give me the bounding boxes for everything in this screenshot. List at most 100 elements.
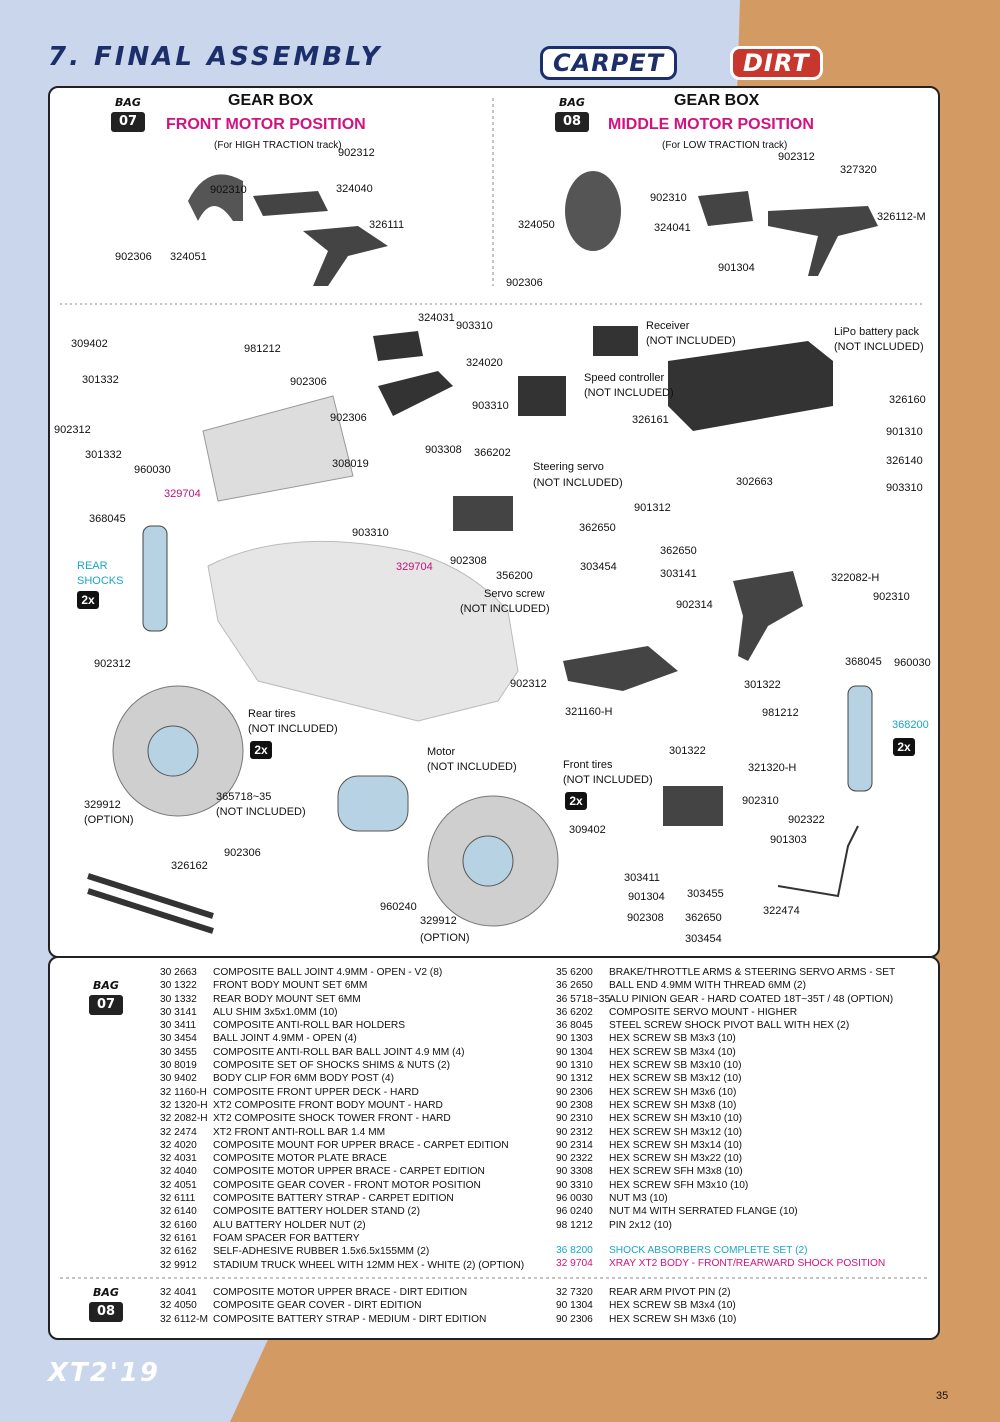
part-description: XT2 COMPOSITE FRONT BODY MOUNT - HARD bbox=[213, 1099, 443, 1111]
part-number: 90 2312 bbox=[556, 1126, 593, 1138]
part-description: NUT M3 (10) bbox=[609, 1193, 668, 1205]
parts-list-row: 30 9402 BODY CLIP FOR 6MM BODY POST (4) bbox=[160, 1072, 524, 1085]
part-label: 356200 bbox=[496, 570, 533, 582]
front-tires-label: Front tires bbox=[563, 759, 613, 771]
part-number: 90 2314 bbox=[556, 1139, 593, 1151]
option-label: (OPTION) bbox=[84, 814, 134, 826]
steering-servo-label: Steering servo bbox=[533, 461, 604, 473]
part-description: COMPOSITE BATTERY STRAP - CARPET EDITION bbox=[213, 1193, 454, 1205]
part-description: ALU SHIM 3x5x1.0MM (10) bbox=[213, 1006, 338, 1018]
part-number: 30 3454 bbox=[160, 1033, 197, 1045]
page-title: 7. FINAL ASSEMBLY bbox=[48, 42, 383, 72]
part-label: 322082-H bbox=[831, 572, 880, 584]
part-number: 30 8019 bbox=[160, 1060, 197, 1072]
part-label: 303454 bbox=[685, 933, 722, 945]
part-description: HEX SCREW SH M3x6 (10) bbox=[609, 1086, 737, 1098]
shock-tower-shape bbox=[733, 571, 803, 661]
assembly-illustration bbox=[60, 98, 924, 934]
part-description: BALL END 4.9MM WITH THREAD 6MM (2) bbox=[609, 980, 806, 992]
part-description: COMPOSITE MOUNT FOR UPPER BRACE - CARPET… bbox=[213, 1139, 509, 1151]
part-label: 362650 bbox=[685, 912, 722, 924]
part-description: BODY CLIP FOR 6MM BODY POST (4) bbox=[213, 1073, 394, 1085]
part-label: 902322 bbox=[788, 814, 825, 826]
part-description: HEX SCREW SFH M3x10 (10) bbox=[609, 1179, 749, 1191]
battery-strap-middle bbox=[768, 206, 878, 276]
part-label: 329912 bbox=[420, 915, 457, 927]
bag-07-badge-list: BAG 07 bbox=[86, 976, 126, 1015]
part-number: 32 2082-H bbox=[160, 1113, 208, 1125]
part-label: 960030 bbox=[134, 464, 171, 476]
bag-number: 07 bbox=[89, 995, 123, 1015]
parts-list-row: 32 4031 COMPOSITE MOTOR PLATE BRACE bbox=[160, 1152, 524, 1165]
part-number: 90 2306 bbox=[556, 1313, 593, 1325]
part-label: 308019 bbox=[332, 458, 369, 470]
part-label: 329912 bbox=[84, 799, 121, 811]
gearbox-front-note: (For HIGH TRACTION track) bbox=[214, 140, 342, 151]
part-description: COMPOSITE SERVO MOUNT - HIGHER bbox=[609, 1006, 798, 1018]
part-number: 36 5718~35 bbox=[556, 993, 611, 1005]
part-description: COMPOSITE GEAR COVER - DIRT EDITION bbox=[213, 1300, 422, 1312]
part-label: 901310 bbox=[886, 426, 923, 438]
part-label: 324051 bbox=[170, 251, 207, 263]
bag-08-badge-list: BAG 08 bbox=[86, 1283, 126, 1322]
part-label: 362650 bbox=[660, 545, 697, 557]
rear-shock-shape bbox=[142, 525, 168, 632]
part-description: BRAKE/THROTTLE ARMS & STEERING SERVO ARM… bbox=[609, 967, 896, 978]
part-label: 902310 bbox=[650, 192, 687, 204]
part-number: 90 1304 bbox=[556, 1046, 593, 1058]
motor-label: Motor bbox=[427, 746, 456, 758]
part-label: 365718~35 bbox=[216, 791, 272, 803]
rear-shocks-qty: 2x bbox=[77, 591, 99, 609]
part-label: 301322 bbox=[744, 679, 781, 691]
part-number: 32 9704 bbox=[556, 1258, 593, 1270]
part-description: HEX SCREW SH M3x12 (10) bbox=[609, 1126, 743, 1138]
part-label: 301332 bbox=[85, 449, 122, 461]
front-shocks-part: 368200 bbox=[892, 719, 929, 731]
option-label: (OPTION) bbox=[420, 932, 470, 944]
part-number: 36 8045 bbox=[556, 1020, 593, 1032]
part-number: 30 1332 bbox=[160, 993, 197, 1005]
part-number: 90 1310 bbox=[556, 1060, 593, 1072]
xt2-logo: XT2'19 bbox=[48, 1358, 161, 1388]
motor-shape bbox=[337, 775, 409, 832]
part-description: XT2 COMPOSITE SHOCK TOWER FRONT - HARD bbox=[213, 1113, 451, 1125]
part-description: COMPOSITE ANTI-ROLL BAR BALL JOINT 4.9 M… bbox=[213, 1046, 465, 1058]
part-number: 30 9402 bbox=[160, 1073, 197, 1085]
part-label: 327320 bbox=[840, 164, 877, 176]
part-label: 902312 bbox=[510, 678, 547, 690]
part-number: 32 7320 bbox=[556, 1287, 593, 1298]
parts-list-row: 30 1332 REAR BODY MOUNT SET 6MM bbox=[160, 993, 524, 1006]
part-number: 30 3411 bbox=[160, 1020, 197, 1032]
lipo-not-included: (NOT INCLUDED) bbox=[834, 341, 924, 353]
part-number: 32 4031 bbox=[160, 1153, 197, 1165]
part-number: 90 2310 bbox=[556, 1113, 593, 1125]
parts-list-row: 36 8045 STEEL SCREW SHOCK PIVOT BALL WITH… bbox=[556, 1019, 895, 1032]
part-description: REAR BODY MOUNT SET 6MM bbox=[213, 993, 361, 1005]
part-label: 902312 bbox=[778, 151, 815, 163]
rear-tires-label: Rear tires bbox=[248, 708, 296, 720]
part-label: 324020 bbox=[466, 357, 503, 369]
part-number: 32 2474 bbox=[160, 1126, 197, 1138]
part-description: COMPOSITE MOTOR PLATE BRACE bbox=[213, 1153, 387, 1165]
part-number: 36 8200 bbox=[556, 1245, 593, 1256]
part-description: STEEL SCREW SHOCK PIVOT BALL WITH HEX (2… bbox=[609, 1020, 850, 1032]
part-description: FRONT BODY MOUNT SET 6MM bbox=[213, 980, 368, 992]
motor-not-included: (NOT INCLUDED) bbox=[427, 761, 517, 773]
part-number: 90 2322 bbox=[556, 1153, 593, 1165]
